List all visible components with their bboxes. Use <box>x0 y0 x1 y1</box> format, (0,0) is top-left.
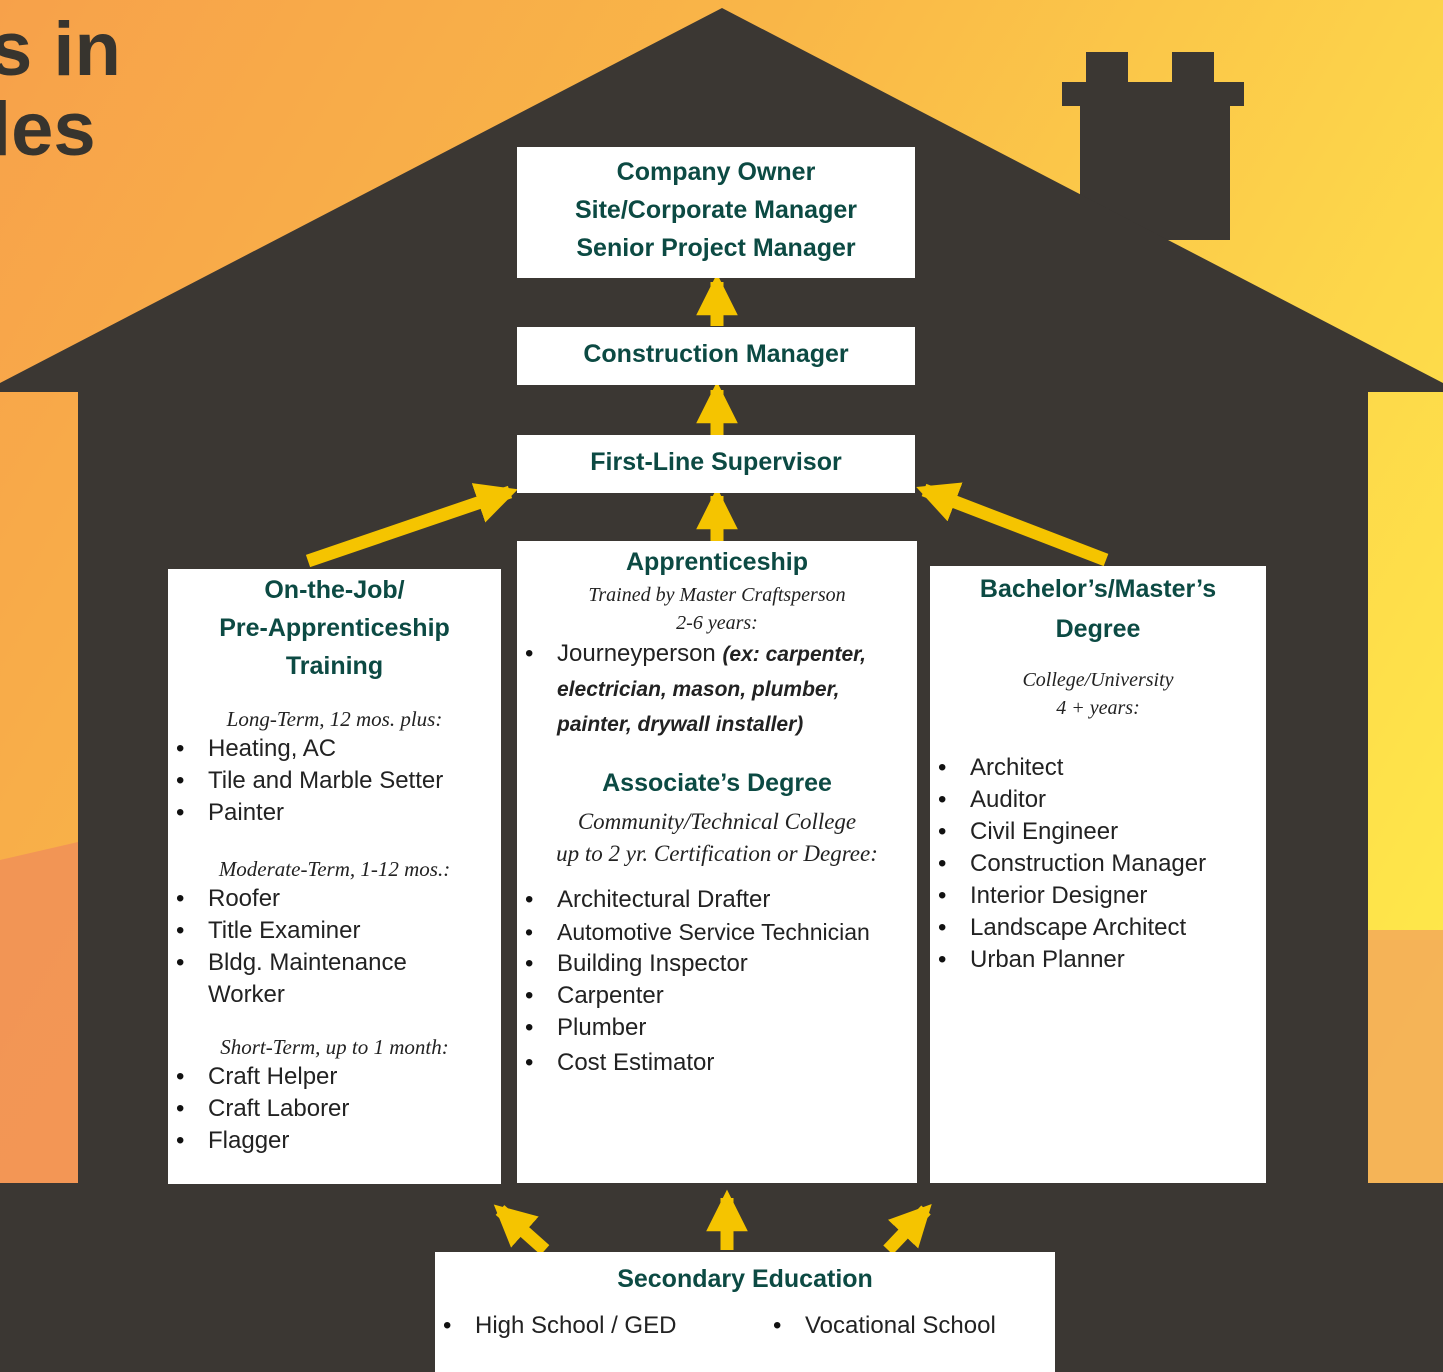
list-item: Vocational School <box>765 1310 996 1342</box>
site-corporate-manager-label: Site/Corporate Manager <box>574 196 857 224</box>
list-item: Plumber <box>517 1012 917 1044</box>
list-item: Craft Laborer <box>168 1093 501 1125</box>
arrow-secondary-to-onjob <box>493 1204 550 1255</box>
secondary-list-right: Vocational School <box>765 1310 996 1342</box>
secondary-education-box: Secondary Education High School / GED Vo… <box>435 1252 1055 1372</box>
onjob-heading-line-2: Pre-Apprenticeship <box>219 614 450 642</box>
list-item: Tile and Marble Setter <box>168 765 501 797</box>
associates-subtitle-1: Community/Technical College <box>577 809 857 834</box>
list-item: Painter <box>168 797 501 829</box>
bachelors-degree-box: Bachelor’s/Master’s Degree College/Unive… <box>930 566 1266 1183</box>
list-item: Cost Estimator <box>517 1047 917 1079</box>
list-item: Landscape Architect <box>930 912 1266 944</box>
bachelors-heading-line-1: Bachelor’s/Master’s <box>979 575 1217 603</box>
list-item: Bldg. Maintenance Worker <box>168 947 501 1011</box>
senior-project-manager-label: Senior Project Manager <box>576 234 856 262</box>
left-ledge <box>108 765 138 815</box>
list-item: Heating, AC <box>168 733 501 765</box>
apprenticeship-subtitle-1: Trained by Master Craftsperson <box>588 584 846 606</box>
arrow-onjob-to-supervisor <box>305 483 518 568</box>
long-term-label: Long-Term, 12 mos. plus: <box>226 707 443 731</box>
page-title: s in les <box>0 10 121 170</box>
on-the-job-training-box: On-the-Job/ Pre-Apprenticeship Training … <box>168 569 501 1184</box>
associates-heading: Associate’s Degree <box>602 769 832 797</box>
moderate-term-label: Moderate-Term, 1-12 mos.: <box>218 857 451 881</box>
first-line-supervisor-label: First-Line Supervisor <box>590 448 842 476</box>
journeyperson-label: Journeyperson <box>557 640 716 667</box>
journeyperson-examples: (ex: carpenter, electrician, mason, plum… <box>557 643 867 736</box>
moderate-term-list: Roofer Title Examiner Bldg. Maintenance … <box>168 883 501 1011</box>
apprenticeship-box: Apprenticeship Trained by Master Craftsp… <box>517 541 917 1183</box>
list-item: Auditor <box>930 784 1266 816</box>
construction-manager-label: Construction Manager <box>583 340 849 368</box>
company-owner-label: Company Owner <box>616 158 816 186</box>
bachelors-heading-line-2: Degree <box>1055 615 1141 643</box>
list-item: Architectural Drafter <box>517 884 917 916</box>
apprenticeship-heading: Apprenticeship <box>626 548 808 576</box>
arrow-secondary-to-bachelors <box>883 1203 932 1255</box>
list-item: Civil Engineer <box>930 816 1266 848</box>
list-item: Title Examiner <box>168 915 501 947</box>
list-item: High School / GED <box>435 1310 765 1342</box>
short-term-label: Short-Term, up to 1 month: <box>220 1035 449 1059</box>
bachelors-list: Architect Auditor Civil Engineer Constru… <box>930 752 1266 976</box>
short-term-list: Craft Helper Craft Laborer Flagger <box>168 1061 501 1157</box>
top-leadership-box: Company Owner Site/Corporate Manager Sen… <box>517 147 915 278</box>
bachelors-subtitle-1: College/University <box>1022 669 1174 691</box>
secondary-education-heading: Secondary Education <box>617 1265 873 1293</box>
list-item: Building Inspector <box>517 948 917 980</box>
onjob-heading-line-3: Training <box>285 652 384 680</box>
list-item: Craft Helper <box>168 1061 501 1093</box>
first-line-supervisor-box: First-Line Supervisor <box>517 435 915 493</box>
secondary-list-left: High School / GED <box>435 1310 765 1342</box>
associates-subtitle-2: up to 2 yr. Certification or Degree: <box>556 841 878 866</box>
bachelors-subtitle-2: 4 + years: <box>1056 697 1140 719</box>
secondary-education-items: High School / GED Vocational School <box>435 1310 1055 1342</box>
list-item: Interior Designer <box>930 880 1266 912</box>
right-ledge <box>1318 765 1352 815</box>
page-title-line-2: les <box>0 87 96 172</box>
list-item: Architect <box>930 752 1266 784</box>
onjob-heading-line-1: On-the-Job/ <box>264 576 405 604</box>
construction-manager-box: Construction Manager <box>517 327 915 385</box>
list-item: Urban Planner <box>930 944 1266 976</box>
list-item: Construction Manager <box>930 848 1266 880</box>
list-item: Carpenter <box>517 980 917 1012</box>
list-item: Journeyperson (ex: carpenter, electricia… <box>517 637 917 742</box>
chimney <box>1062 52 1244 240</box>
page-title-line-1: s in <box>0 7 121 92</box>
list-item: Automotive Service Technician <box>517 916 917 948</box>
arrow-bachelors-to-supervisor <box>916 482 1109 567</box>
apprenticeship-subtitle-2: 2-6 years: <box>676 612 758 634</box>
associates-list: Architectural Drafter Automotive Service… <box>517 884 917 1079</box>
long-term-list: Heating, AC Tile and Marble Setter Paint… <box>168 733 501 829</box>
apprenticeship-list: Journeyperson (ex: carpenter, electricia… <box>517 637 917 742</box>
list-item: Roofer <box>168 883 501 915</box>
list-item: Flagger <box>168 1125 501 1157</box>
